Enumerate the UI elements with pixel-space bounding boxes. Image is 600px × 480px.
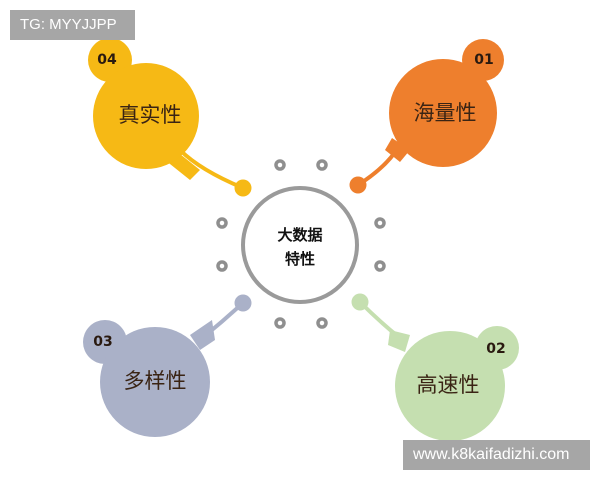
petal-01: 01 海量性 (349, 39, 504, 194)
petal-stem-base (190, 320, 215, 350)
petal-connector-dot (234, 179, 252, 197)
petal-04: 04 真实性 (88, 38, 252, 197)
watermark-bottom-right: www.k8kaifadizhi.com (403, 440, 590, 470)
petal-main-bubble (389, 59, 497, 167)
petal-number: 03 (93, 334, 112, 350)
ring-dot-icon (316, 159, 328, 171)
petal-number: 01 (474, 52, 493, 68)
petal-main-bubble (100, 327, 210, 437)
petal-label: 高速性 (417, 373, 480, 397)
petal-number: 04 (97, 52, 117, 68)
petal-main-bubble (395, 331, 505, 441)
petal-stem-base (388, 330, 410, 352)
petal-03: 03 多样性 (83, 294, 252, 437)
ring-dot-icon (316, 317, 328, 329)
petal-label: 海量性 (414, 101, 477, 125)
petal-label: 多样性 (124, 369, 187, 393)
petal-main-bubble (93, 63, 199, 169)
center-ring (241, 186, 359, 304)
petal-connector-dot (349, 176, 367, 194)
center-node: 大数据 特性 (241, 186, 359, 304)
ring-dot-icon (374, 260, 386, 272)
ring-dot-icon (216, 260, 228, 272)
petal-02: 02 高速性 (351, 293, 519, 441)
ring-dot-icon (216, 217, 228, 229)
watermark-top-left: TG: MYYJJPP (10, 10, 135, 40)
petal-connector-dot (351, 293, 369, 311)
petal-number: 02 (486, 341, 505, 357)
petal-stem-base (385, 138, 410, 162)
petal-connector-dot (234, 294, 252, 312)
decor-dots (216, 159, 386, 329)
ring-dot-icon (274, 317, 286, 329)
center-title-line2: 特性 (285, 250, 315, 268)
center-title-line1: 大数据 (277, 226, 322, 244)
petal-label: 真实性 (119, 103, 182, 127)
ring-dot-icon (274, 159, 286, 171)
ring-dot-icon (374, 217, 386, 229)
